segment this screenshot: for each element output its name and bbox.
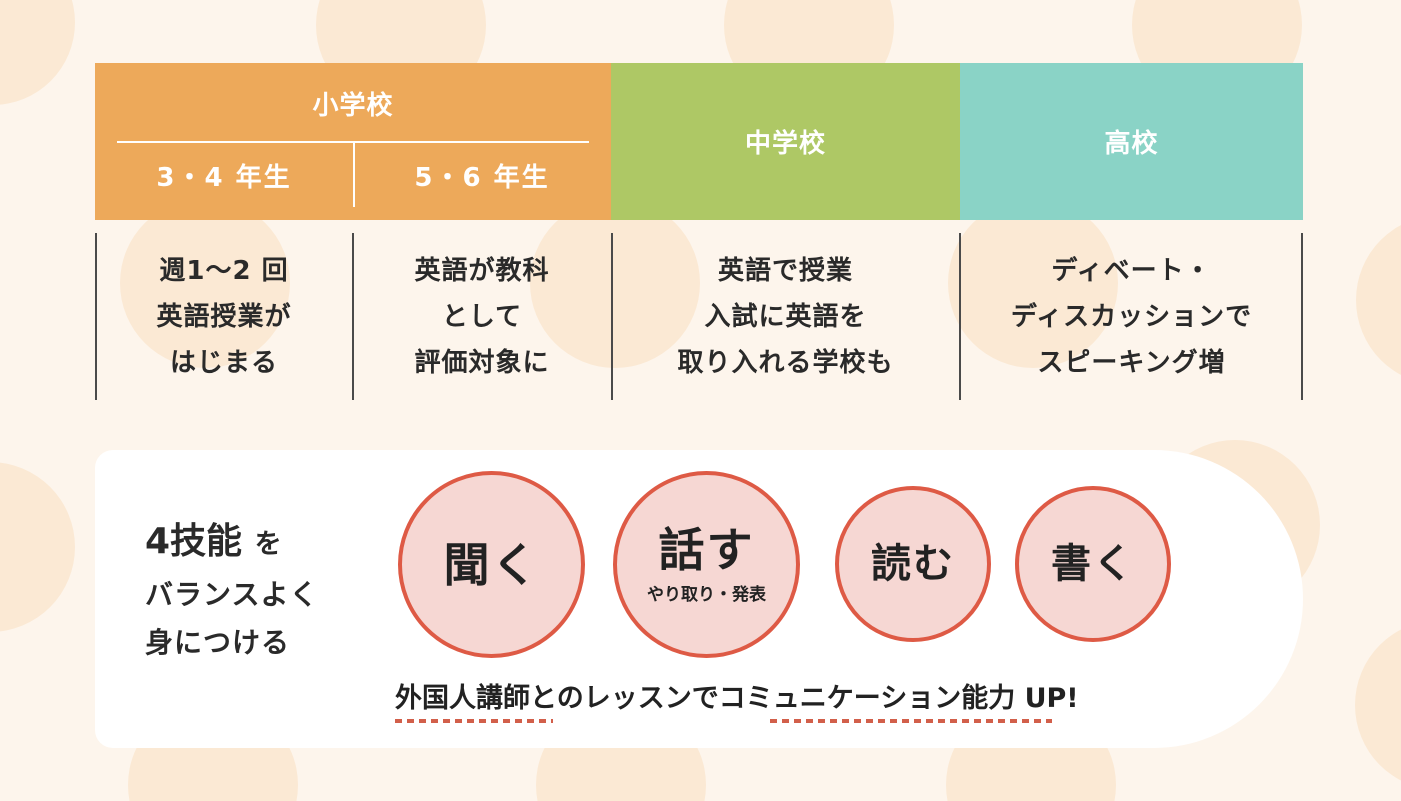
column-divider [611, 233, 613, 400]
grade-3-4-label: 3・4 年生 [156, 163, 292, 193]
skill-sublabel: やり取り・発表 [647, 585, 766, 605]
skills-heading-line2: バランスよく [145, 578, 319, 611]
desc-line: スピーキング増 [1037, 347, 1226, 378]
background-dot [530, 198, 700, 368]
junior-high-title: 中学校 [744, 129, 826, 159]
background-dot [0, 0, 75, 105]
column-divider [959, 233, 961, 400]
skills-heading-line3: 身につける [145, 626, 291, 659]
skills-heading-particle: を [254, 529, 282, 560]
desc-line: ディスカッションで [1010, 301, 1253, 332]
skills-heading-main: 4技能 [145, 521, 243, 562]
desc-line: はじまる [169, 347, 278, 378]
grade-divider [353, 143, 355, 207]
background-dot [120, 198, 290, 368]
timeline-header: 小学校 3・4 年生 5・6 年生 中学校 高校 [95, 63, 1303, 220]
column-divider [1301, 233, 1303, 400]
skill-label: 話す [658, 523, 755, 577]
column-divider [352, 233, 354, 400]
junior-high-description: 英語で授業 入試に英語を 取り入れる学校も [611, 233, 960, 400]
skill-label: 書く [1051, 541, 1135, 587]
desc-line: 英語が教科 [414, 255, 550, 286]
desc-line: ディベート・ [1051, 255, 1212, 286]
grade-5-6-label: 5・6 年生 [414, 163, 550, 193]
desc-line: 入試に英語を [704, 301, 867, 332]
background-dot [1356, 215, 1401, 385]
grade-3-4-description: 週1～2 回 英語授業が はじまる [95, 233, 353, 400]
junior-high-header: 中学校 [611, 63, 960, 220]
school-timeline: 小学校 3・4 年生 5・6 年生 中学校 高校 週1～2 回 英語授業が はじ… [95, 63, 1303, 400]
background-dot [0, 462, 75, 632]
high-school-title: 高校 [1104, 129, 1159, 159]
skill-listening: 聞く [398, 471, 585, 658]
skill-label: 読む [871, 541, 955, 587]
background-dot [948, 198, 1118, 368]
elementary-header: 小学校 3・4 年生 5・6 年生 [95, 63, 611, 220]
communication-tagline: 外国人講師とのレッスンでコミュニケーション能力 UP! [395, 683, 1079, 714]
desc-line: として [441, 301, 523, 332]
skill-label: 聞く [443, 537, 540, 592]
background-dot [1355, 620, 1401, 790]
skills-heading: 4技能 を バランスよく 身につける [145, 516, 345, 667]
elementary-divider [117, 141, 589, 143]
four-skills-panel: 4技能 を バランスよく 身につける 聞く 話す やり取り・発表 読む 書く 外… [95, 450, 1303, 748]
skill-writing: 書く [1015, 486, 1171, 642]
high-school-description: ディベート・ ディスカッションで スピーキング増 [960, 233, 1303, 400]
desc-line: 取り入れる学校も [677, 347, 894, 378]
elementary-title: 小学校 [312, 91, 394, 121]
desc-line: 週1～2 回 [159, 255, 289, 286]
grade-5-6-description: 英語が教科 として 評価対象に [353, 233, 611, 400]
tagline-underline-teacher [395, 719, 553, 723]
high-school-header: 高校 [960, 63, 1303, 220]
desc-line: 英語授業が [156, 301, 292, 332]
timeline-descriptions: 週1～2 回 英語授業が はじまる 英語が教科 として 評価対象に 英語で授業 … [95, 233, 1303, 400]
column-divider [95, 233, 97, 400]
skill-speaking: 話す やり取り・発表 [613, 471, 800, 658]
skill-reading: 読む [835, 486, 991, 642]
desc-line: 英語で授業 [717, 255, 853, 286]
tagline-underline-communication [770, 719, 1052, 723]
desc-line: 評価対象に [414, 347, 550, 378]
